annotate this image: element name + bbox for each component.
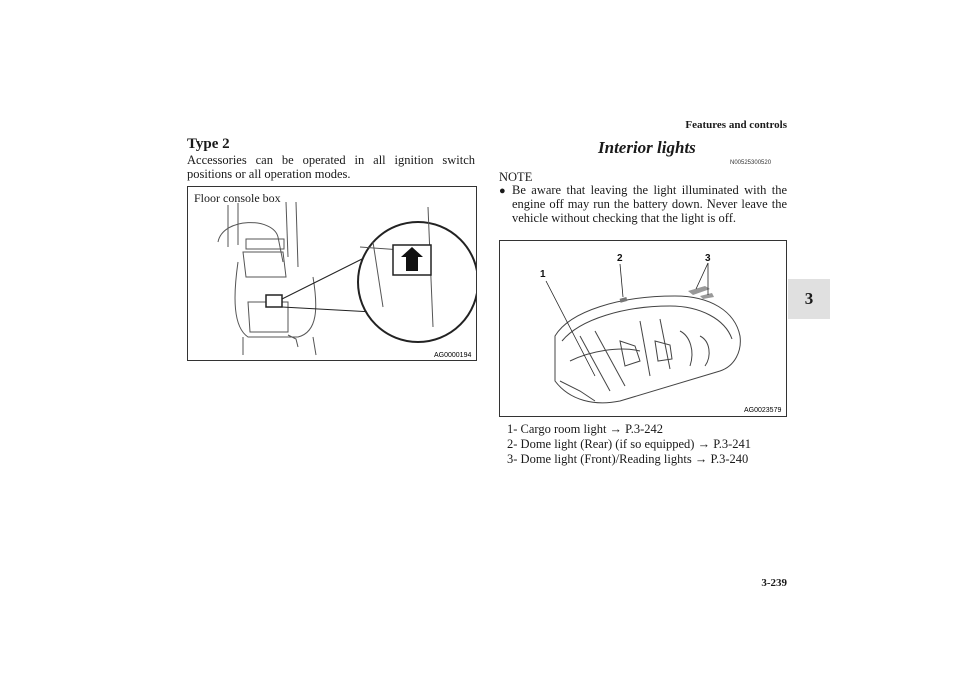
type-heading: Type 2 xyxy=(187,136,230,152)
vehicle-interior-illustration: 1 2 3 AG0023579 xyxy=(540,253,781,414)
bullet-icon: ● xyxy=(499,185,506,197)
floor-console-illustration: AG0000194 xyxy=(217,201,476,359)
header-title: Features and controls xyxy=(685,119,787,131)
legend-list: 1- Cargo room light → P.3-242 2- Dome li… xyxy=(507,422,751,467)
callout-2: 2 xyxy=(617,253,623,264)
note-item: ● Be aware that leaving the light illumi… xyxy=(499,183,787,225)
legend-item: 1- Cargo room light → P.3-242 xyxy=(507,422,664,436)
figure-code: AG0023579 xyxy=(744,407,781,414)
legend-item: 2- Dome light (Rear) (if so equipped) → … xyxy=(507,437,752,451)
note-text: Be aware that leaving the light illumina… xyxy=(512,183,787,225)
intro-text: Accessories can be operated in all ignit… xyxy=(187,153,475,181)
note-label: NOTE xyxy=(499,170,533,184)
chapter-tab: 3 xyxy=(788,279,830,319)
callout-1: 1 xyxy=(540,269,546,280)
section-title: Interior lights xyxy=(598,138,696,157)
floor-console-figure: Floor console box AG0000194 xyxy=(187,186,477,361)
figure-code: AG0000194 xyxy=(434,352,471,359)
figure-caption: Floor console box xyxy=(194,191,281,205)
legend-item: 3- Dome light (Front)/Reading lights → P… xyxy=(507,452,749,466)
section-code: N00525300520 xyxy=(730,160,772,166)
callout-3: 3 xyxy=(705,253,711,264)
interior-lights-figure: 1 2 3 AG0023579 xyxy=(499,240,787,417)
page-number: 3-239 xyxy=(761,577,787,589)
